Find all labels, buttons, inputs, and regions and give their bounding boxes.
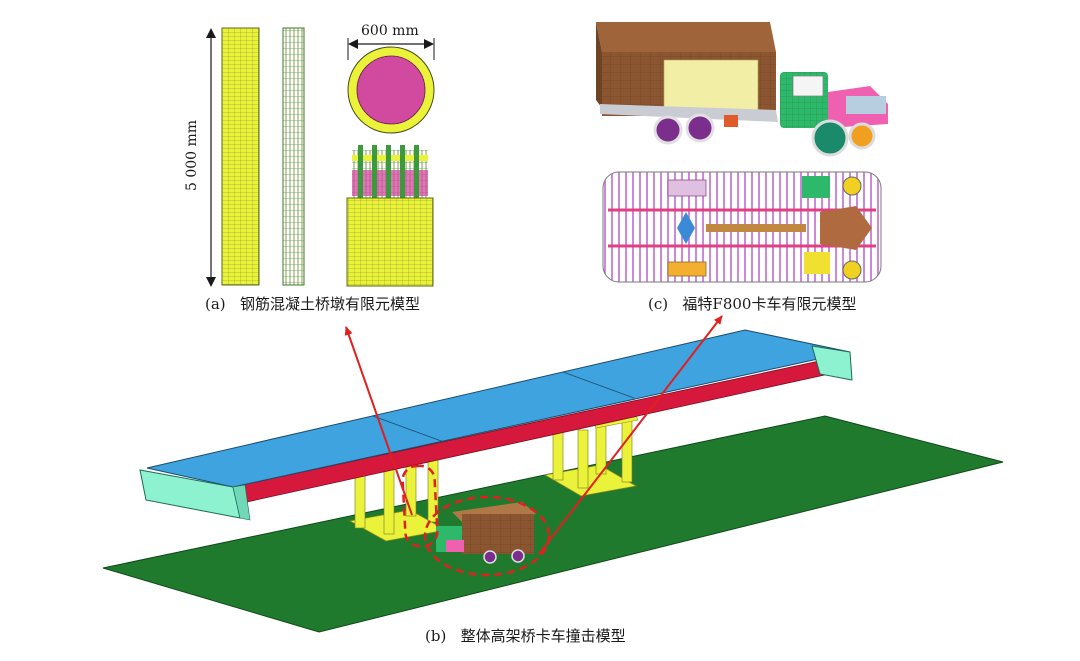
pier-height-dimension-label: 5 000 mm [184,119,200,191]
pier-highlight [401,464,439,548]
caption-panel-a: (a) 钢筋混凝土桥墩有限元模型 [205,293,420,314]
caption-panel-b-label: (b) [425,627,447,645]
pier-width-dimension-label: 600 mm [361,23,419,39]
pier-rebar-cage [282,27,305,286]
caption-panel-c: (c) 福特F800卡车有限元模型 [648,293,856,314]
caption-panel-b-text: 整体高架桥卡车撞击模型 [460,627,626,645]
caption-panel-c-text: 福特F800卡车有限元模型 [682,295,857,313]
truck-chassis-plan-view [602,171,882,283]
pier-detail-exposed-rebar [346,145,434,287]
truck-iso-view [596,22,888,157]
width-dimension-line [347,38,435,60]
caption-panel-a-label: (a) [205,295,226,313]
arrow-to-pier-model [344,326,413,516]
height-dimension-line [206,28,216,287]
caption-panel-b: (b) 整体高架桥卡车撞击模型 [425,625,626,646]
abutment-right [811,345,853,381]
arrow-to-truck-model [538,315,723,555]
scene-truck [436,502,536,564]
panel-b-viaduct-model [102,315,1004,633]
pier-solid-mesh [221,27,260,286]
pier-cross-section [347,46,435,134]
panel-a-pier-models [206,27,435,287]
panel-c-truck-models [596,22,888,283]
caption-panel-a-text: 钢筋混凝土桥墩有限元模型 [239,295,420,313]
caption-panel-c-label: (c) [648,295,669,313]
impact-zone-highlight [423,495,551,577]
